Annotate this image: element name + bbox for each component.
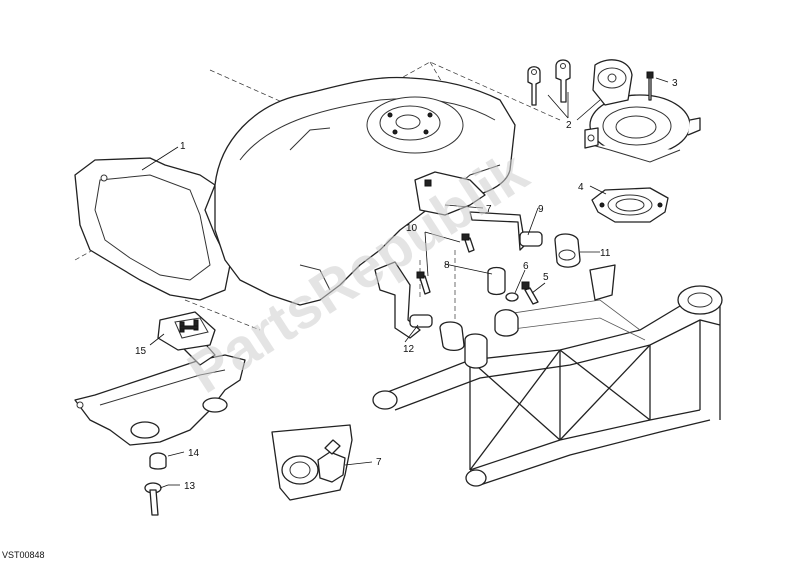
rubber-pad	[157, 311, 216, 351]
callout-12: 12	[403, 344, 415, 355]
diagram-reference-code: VST00848	[2, 550, 45, 560]
callout-13: 13	[184, 481, 196, 492]
rear-mount-bracket	[469, 211, 581, 268]
tank-under-panel	[74, 157, 231, 301]
callout-8: 8	[444, 260, 450, 271]
callout-5: 5	[543, 272, 549, 283]
fasteners	[416, 233, 539, 305]
cap-screw	[646, 71, 654, 101]
ignition-keys	[527, 59, 571, 106]
callout-4: 4	[578, 182, 584, 193]
callout-10: 10	[406, 223, 418, 234]
callout-2: 2	[566, 120, 572, 131]
callout-7-bracket: 7	[486, 204, 492, 215]
fuel-cap-assembly	[584, 59, 701, 163]
callout-3: 3	[672, 78, 678, 89]
callout-15: 15	[135, 346, 147, 357]
rubber-washer	[149, 452, 167, 470]
tank-rear-bracket	[414, 171, 486, 216]
mount-bolt	[144, 482, 162, 516]
callout-1: 1	[180, 141, 186, 152]
callout-7-pump: 7	[376, 457, 382, 468]
front-mount-bracket	[374, 261, 465, 352]
callout-14: 14	[188, 448, 200, 459]
fuel-pump-assembly	[271, 424, 353, 501]
fuel-tank	[214, 76, 516, 306]
seat-subframe-bracket	[74, 337, 246, 446]
callout-11: 11	[600, 248, 611, 259]
motorcycle-frame	[372, 264, 723, 487]
callout-9: 9	[538, 204, 544, 215]
leader-lines	[141, 77, 669, 489]
callout-6: 6	[523, 261, 529, 272]
filler-gasket	[591, 187, 669, 223]
callout-labels: 1 2 3 4 5 6 7 7 8 9 10 11 12 13 14 15	[135, 78, 678, 492]
